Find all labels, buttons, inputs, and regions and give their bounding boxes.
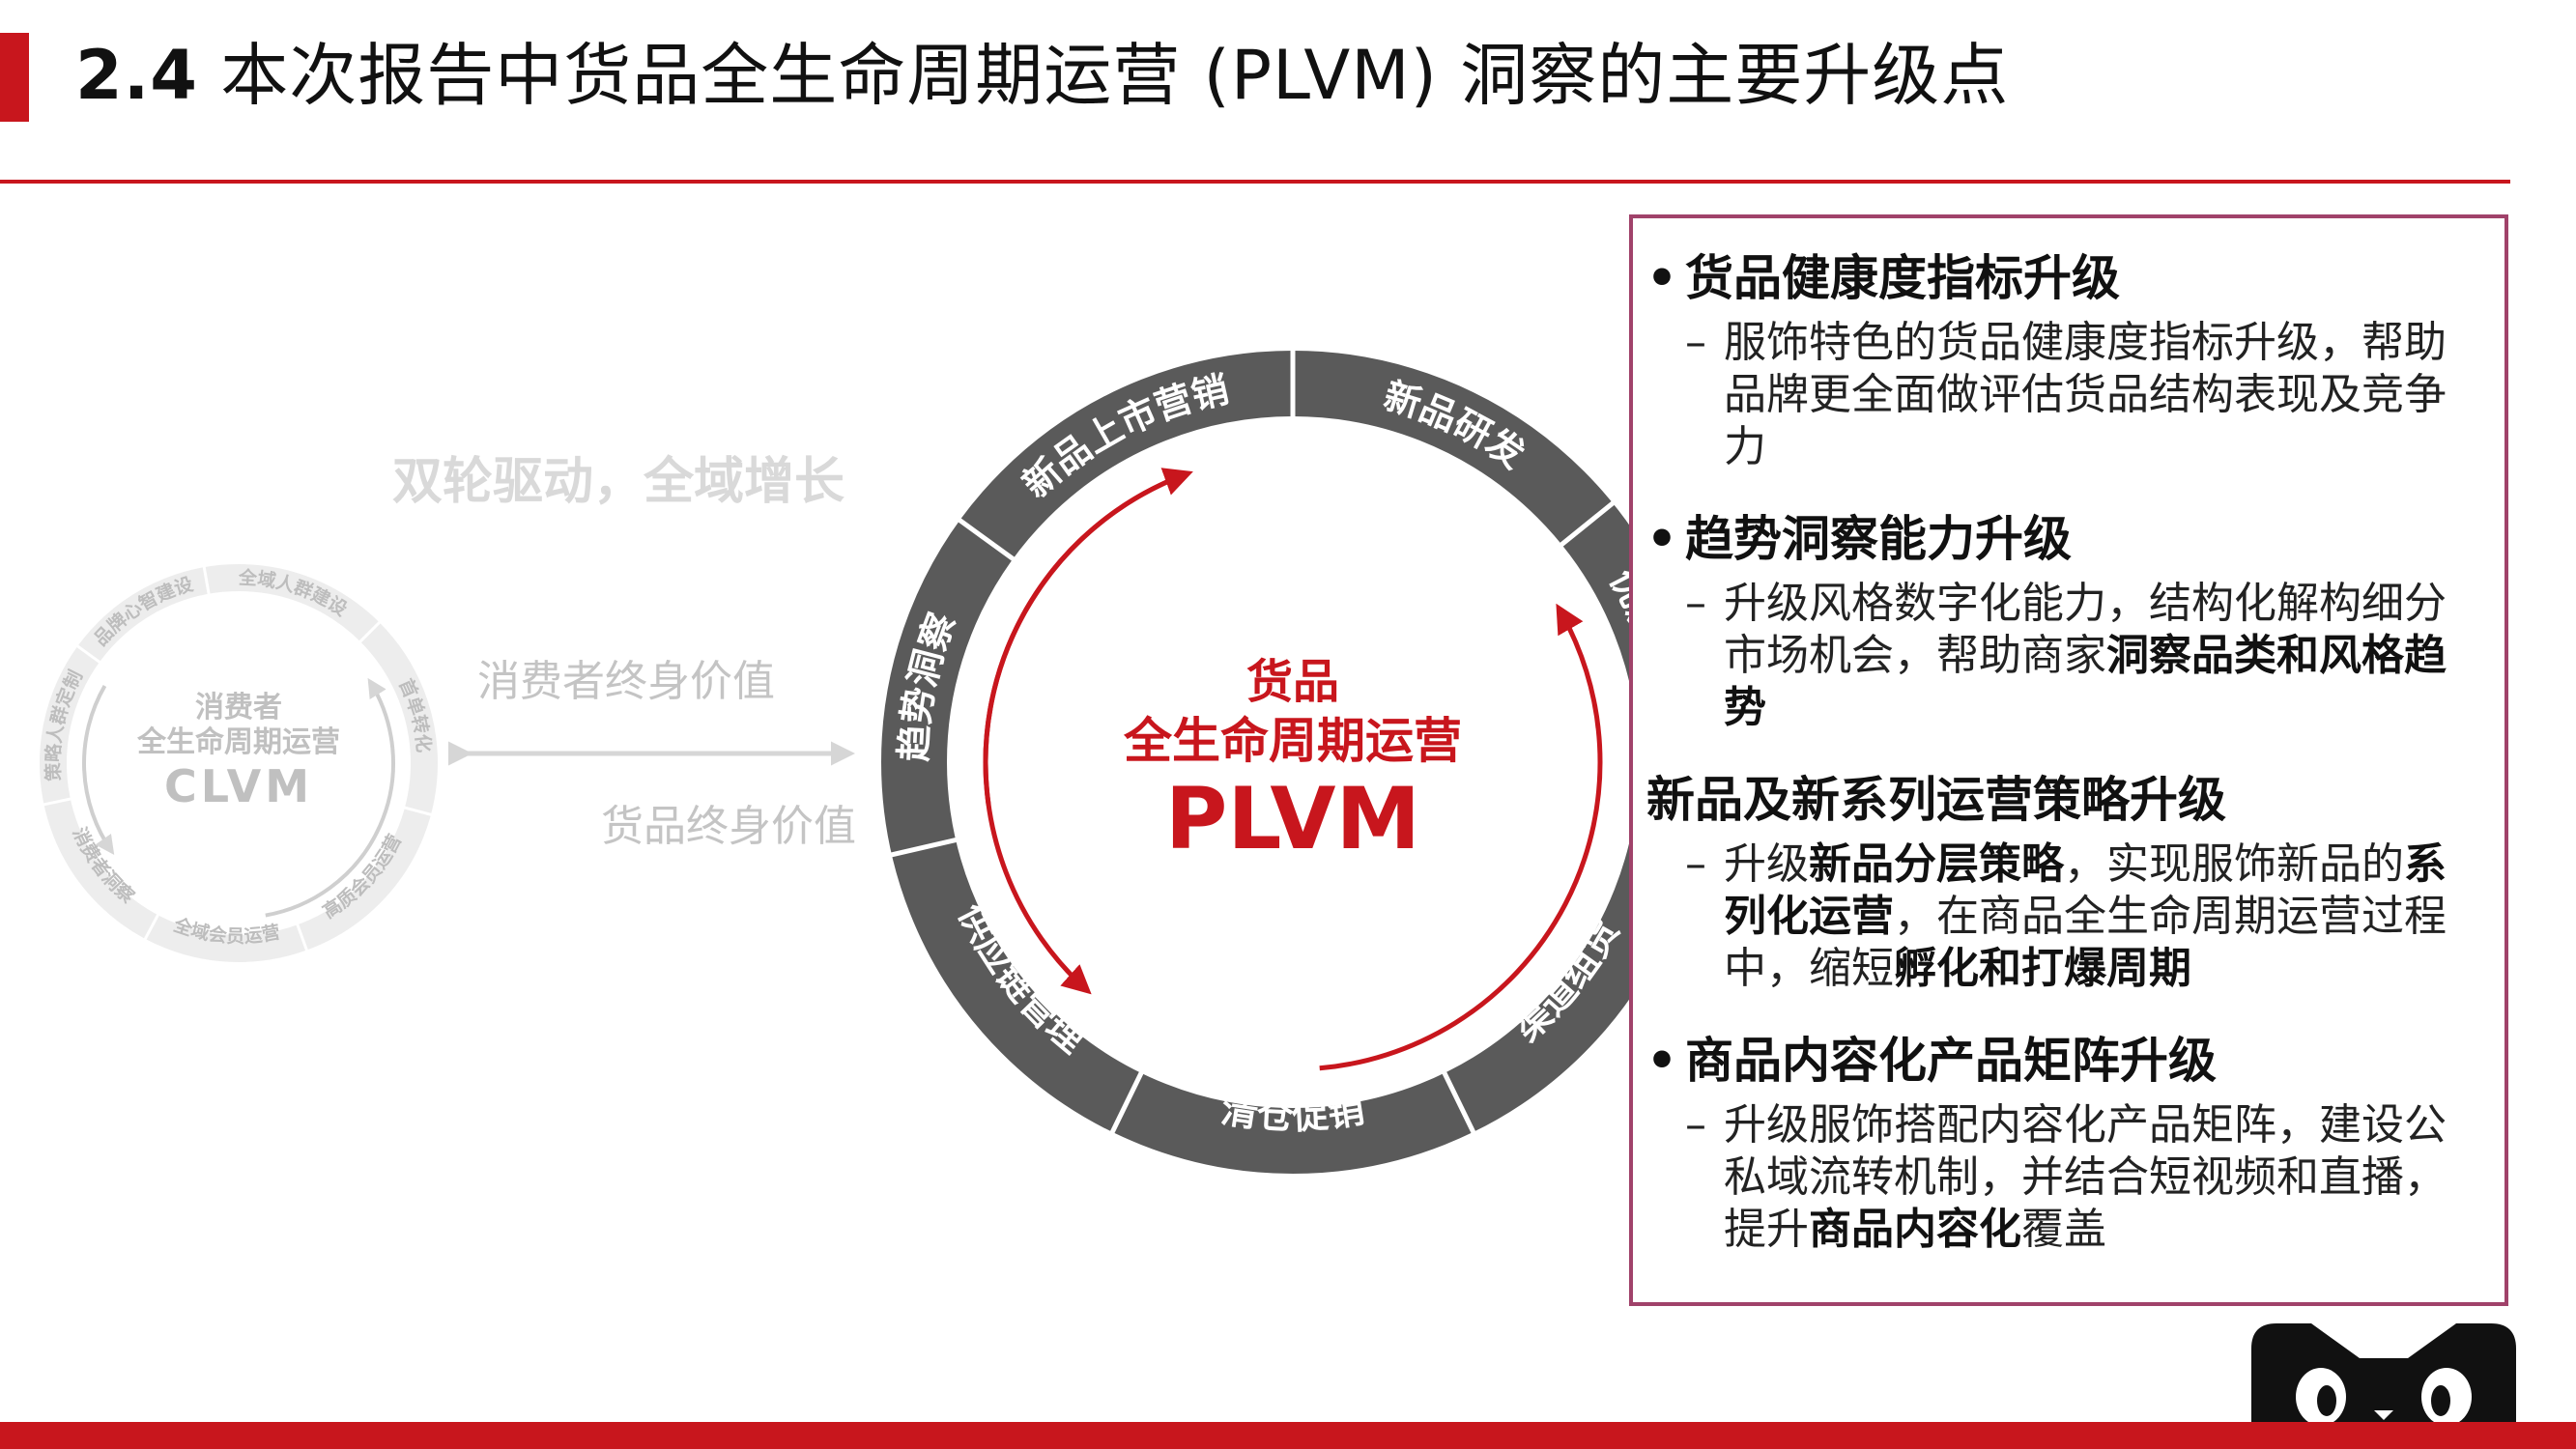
clvm-flow-arrow	[82, 685, 115, 856]
section-health-metrics: • 货品健康度指标升级 – 服饰特色的货品健康度指标升级，帮助品牌更全面做评估货…	[1646, 247, 2487, 473]
plvm-center-line2: 全生命周期运营	[1123, 713, 1462, 769]
clvm-center-line1: 消费者	[195, 691, 282, 724]
plvm-center-line3: PLVM	[1165, 769, 1420, 868]
bullet-icon: •	[1646, 511, 1677, 567]
plvm-center-line1: 货品	[1246, 655, 1339, 709]
plvm-diagram: 全域人群建设首单转化高质会员运营全域会员运营消费者洞察策略人群定制品牌心智建设 …	[40, 350, 1633, 1174]
dash-icon: –	[1685, 318, 1706, 367]
section-heading: 趋势洞察能力升级	[1685, 511, 2072, 567]
section-trend-insight: • 趋势洞察能力升级 – 升级风格数字化能力，结构化解构细分市场机会，帮助商家洞…	[1646, 508, 2487, 734]
consumer-lifetime-value-label: 消费者终身价值	[477, 657, 775, 706]
title-accent-bar	[0, 33, 29, 122]
dash-icon: –	[1685, 579, 1706, 628]
bullet-icon: •	[1646, 250, 1677, 306]
clvm-segment-label: 品牌心智建设	[90, 574, 195, 650]
section-body: 服饰特色的货品健康度指标升级，帮助品牌更全面做评估货品结构表现及竞争力	[1724, 318, 2447, 471]
title-divider	[0, 180, 2510, 184]
product-lifetime-value-label: 货品终身价值	[601, 802, 856, 851]
dash-icon: –	[1685, 839, 1706, 889]
flow-arrow	[1319, 603, 1603, 1071]
section-body: 升级风格数字化能力，结构化解构细分市场机会，帮助商家	[1724, 579, 2447, 680]
clvm-center-line2: 全生命周期运营	[136, 725, 340, 759]
dash-icon: –	[1685, 1100, 1706, 1150]
section-heading: 新品及新系列运营策略升级	[1646, 772, 2226, 828]
page-title: 2.4 本次报告中货品全生命周期运营 (PLVM) 洞察的主要升级点	[75, 36, 2010, 115]
upgrade-points-panel: • 货品健康度指标升级 – 服饰特色的货品健康度指标升级，帮助品牌更全面做评估货…	[1629, 214, 2508, 1306]
flow-arrow	[983, 474, 1179, 995]
slogan: 双轮驱动，全域增长	[392, 453, 844, 511]
section-new-product-strategy: 新品及新系列运营策略升级 – 升级新品分层策略，实现服饰新品的系列化运营，在商品…	[1646, 769, 2487, 995]
section-content-matrix: • 商品内容化产品矩阵升级 – 升级服饰搭配内容化产品矩阵，建设公私域流转机制，…	[1646, 1030, 2487, 1256]
bullet-icon: •	[1646, 1033, 1677, 1089]
tmall-cat-icon	[2251, 1323, 2516, 1422]
section-body-bold: 洞察品类和风格趋势	[1724, 631, 2447, 732]
section-heading: 商品内容化产品矩阵升级	[1685, 1033, 2217, 1089]
clvm-center-line3: CLVM	[164, 760, 313, 812]
clvm-flow-arrow	[265, 677, 395, 918]
footer-bar	[0, 1422, 2576, 1449]
section-heading: 货品健康度指标升级	[1685, 250, 2120, 306]
